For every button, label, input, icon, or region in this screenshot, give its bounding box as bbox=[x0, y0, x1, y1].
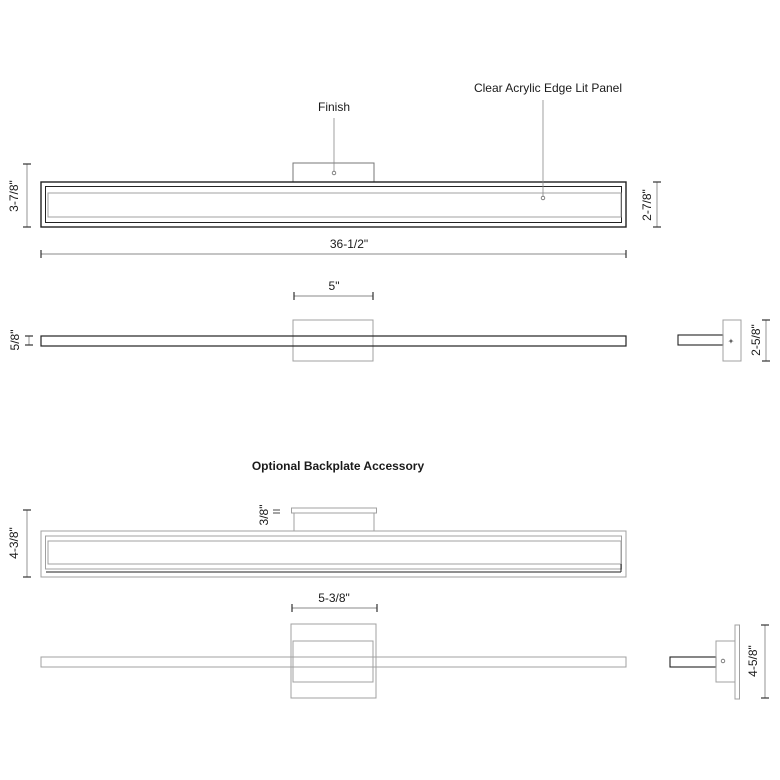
mount-marker bbox=[720, 658, 726, 664]
backplate-width-dim: 5-3/8" bbox=[318, 591, 350, 605]
panel-marker bbox=[540, 195, 546, 201]
canopy-side bbox=[722, 319, 742, 362]
backplate-front-height-dim: 4-3/8" bbox=[7, 527, 21, 559]
front-height-dim: 3-7/8" bbox=[7, 180, 21, 212]
panel-label: Clear Acrylic Edge Lit Panel bbox=[474, 81, 622, 95]
mount-marker-icon: ✦ bbox=[728, 337, 735, 346]
backplate-side-view: 4-5/8" bbox=[669, 624, 769, 700]
panel-height-dim: 2-7/8" bbox=[640, 189, 654, 221]
backplate-edge bbox=[291, 507, 377, 514]
front-view: Finish Clear Acrylic Edge Lit Panel 3-7/… bbox=[7, 81, 661, 258]
profile-depth-dim: 5/8" bbox=[8, 330, 22, 351]
backplate-side-height-dim: 4-5/8" bbox=[746, 645, 760, 677]
backplate-thickness-dim: 3/8" bbox=[257, 505, 271, 526]
side-height-dim: 2-5/8" bbox=[749, 324, 763, 356]
overall-width-dim: 36-1/2" bbox=[330, 237, 368, 251]
backplate-side bbox=[734, 624, 740, 700]
side-view: ✦ 2-5/8" bbox=[677, 319, 770, 362]
fixture-side bbox=[677, 334, 724, 346]
backplate-top-view: 5-3/8" bbox=[40, 591, 627, 699]
fixture-frame bbox=[40, 181, 627, 228]
backplate-title: Optional Backplate Accessory bbox=[252, 459, 425, 473]
backplate-panel bbox=[47, 540, 622, 565]
finish-label: Finish bbox=[318, 100, 350, 114]
top-view: 5" 5/8" bbox=[8, 279, 627, 362]
finish-marker bbox=[331, 170, 337, 176]
backplate-frame bbox=[40, 530, 627, 578]
canopy-side-backplate bbox=[715, 640, 736, 683]
canopy-top bbox=[292, 319, 374, 362]
canopy-width-dim: 5" bbox=[329, 279, 340, 293]
fixture-side-backplate bbox=[669, 656, 717, 668]
backplate-plate bbox=[290, 623, 377, 699]
canopy-on-backplate bbox=[292, 640, 374, 683]
fixture-top bbox=[40, 335, 627, 347]
fixture-top-backplate bbox=[40, 656, 627, 668]
backplate-front-view: 4-3/8" 3/8" bbox=[7, 505, 627, 578]
acrylic-panel bbox=[47, 192, 622, 218]
